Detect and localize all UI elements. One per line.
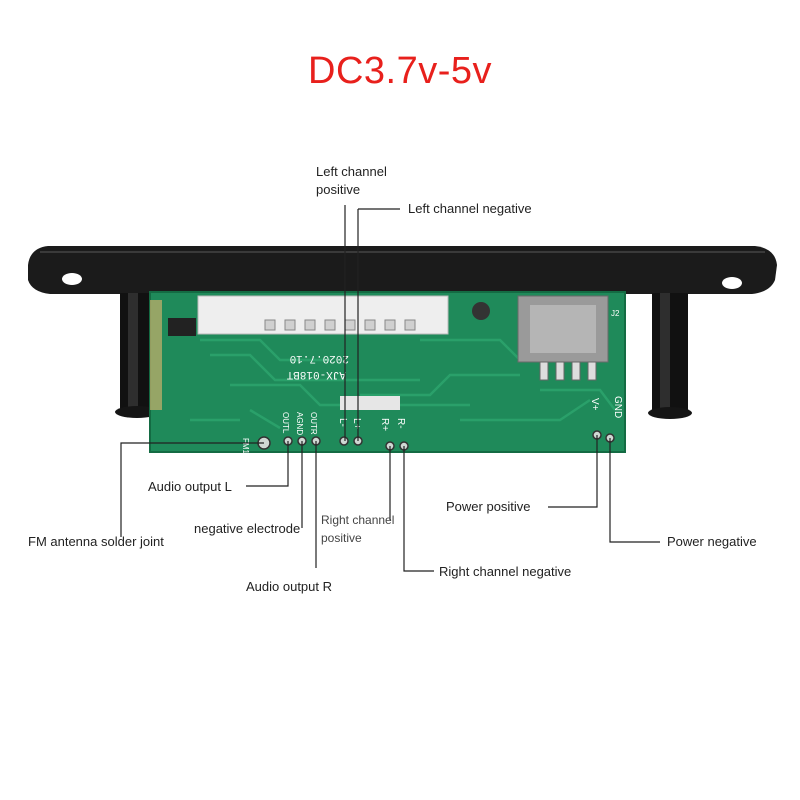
front-panel [28, 246, 777, 294]
usb-silk: J2 [611, 309, 620, 318]
pin-r-plus: R+ [379, 418, 390, 431]
solder-pads [257, 430, 615, 451]
speaker-header [340, 396, 400, 410]
screw-left [115, 406, 159, 418]
voltage-title: DC3.7v-5v [308, 50, 492, 92]
panel-hole-left [62, 273, 82, 285]
pin-l-plus: L+ [351, 418, 362, 430]
pin-vplus: V+ [589, 398, 600, 411]
silk-model: AJX-018BT [286, 368, 346, 380]
leader-lines [120, 205, 660, 572]
pin-agnd: AGND [295, 412, 304, 435]
screw-right [648, 407, 692, 419]
chip-left [168, 318, 196, 336]
pcb-traces [190, 338, 616, 430]
label-audio-l: Audio output L [148, 479, 232, 494]
label-right-positive: Right channel positive [321, 513, 395, 545]
label-power-negative: Power negative [667, 534, 757, 549]
label-left-positive: Left channel positive [316, 164, 387, 197]
silk-date: 2020.7.10 [290, 352, 349, 364]
pin-outr: OUTR [309, 412, 318, 435]
ribbon-connector [197, 295, 449, 335]
pin-outl: OUTL [281, 412, 290, 434]
pin-fm: FM1 [241, 438, 250, 455]
label-left-negative: Left channel negative [408, 201, 532, 216]
pin-l-minus: L- [337, 418, 348, 427]
label-power-positive: Power positive [446, 499, 531, 514]
label-right-negative: Right channel negative [439, 564, 572, 579]
label-negative-electrode: negative electrode [194, 521, 301, 536]
pin-gnd: GND [612, 396, 623, 418]
panel-hole-right [722, 277, 742, 289]
label-audio-r: Audio output R [246, 579, 333, 594]
microphone [472, 302, 490, 320]
pin-r-minus: R- [395, 418, 406, 429]
label-fm-antenna: FM antenna solder joint [28, 534, 164, 549]
